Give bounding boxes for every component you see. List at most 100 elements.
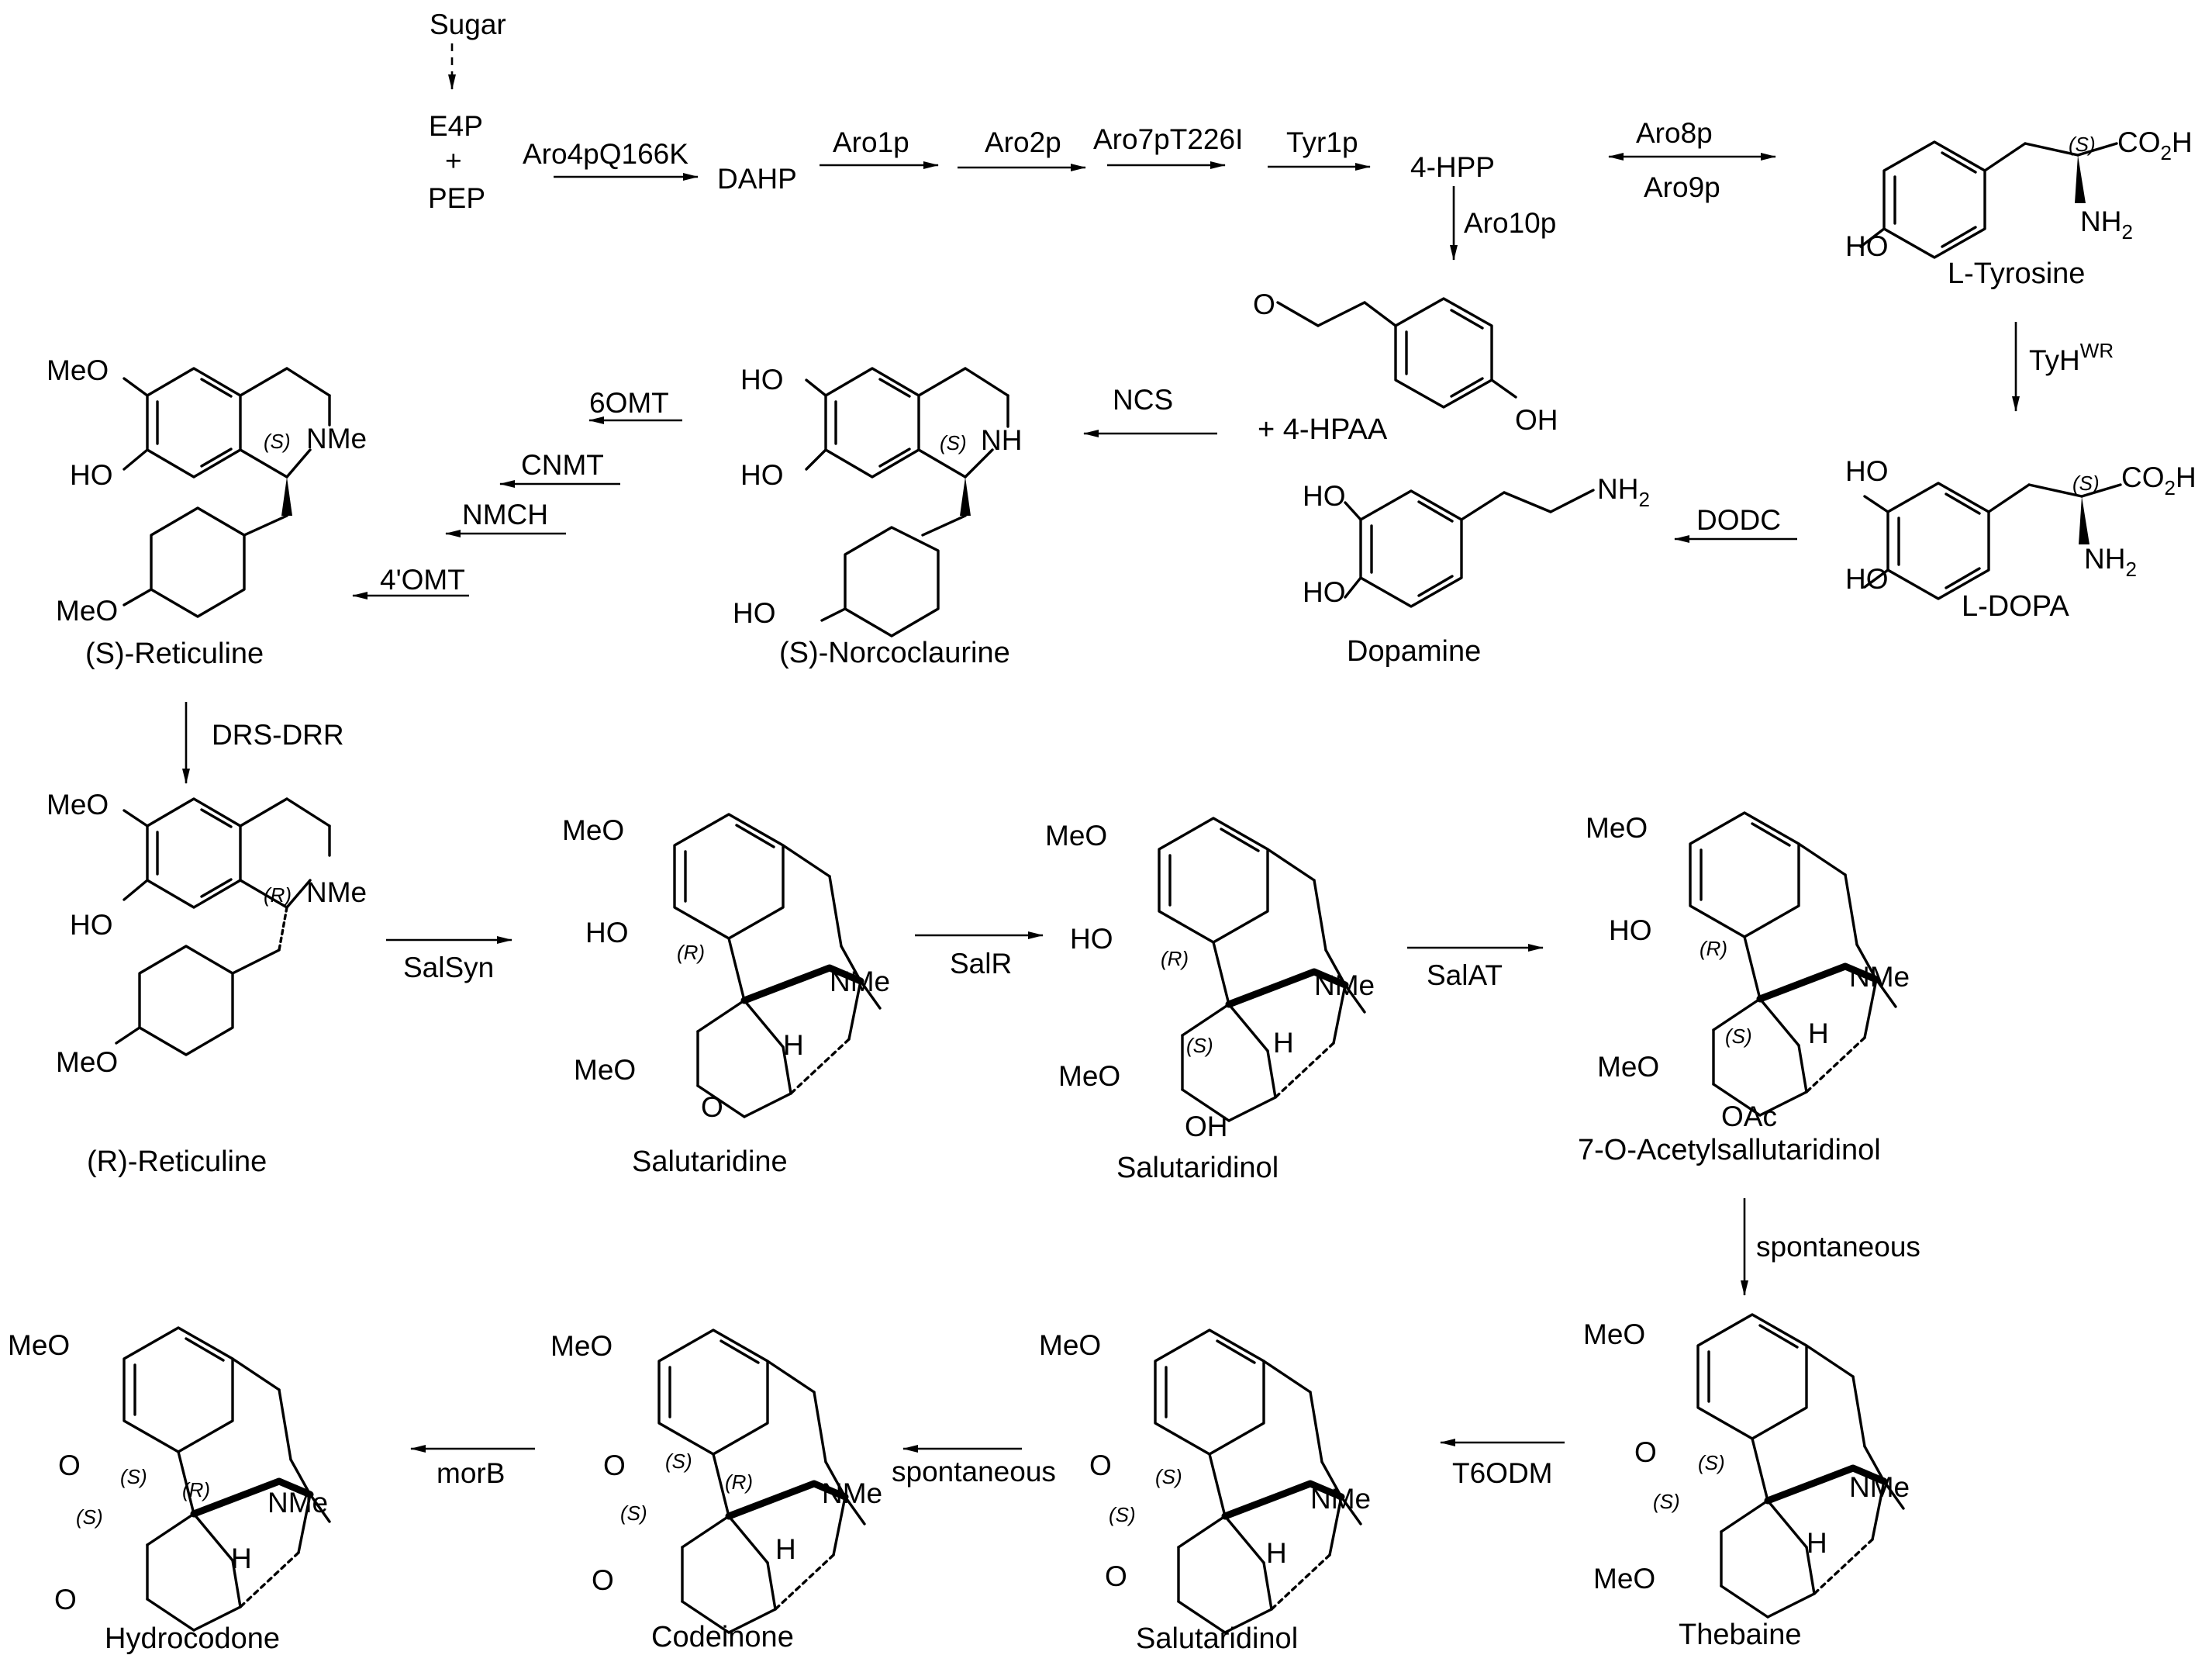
tyrosine-co2h: CO2H	[2117, 126, 2193, 164]
r-reticuline-meo-top: MeO	[47, 789, 109, 821]
enzyme-tyh: TyHWR	[2029, 339, 2114, 376]
enzyme-nmch: NMCH	[462, 499, 548, 530]
r-reticuline-structure	[115, 797, 331, 1056]
salutaridinol2-stereo-s2: (S)	[1109, 1503, 1136, 1526]
enzyme-dodc: DODC	[1696, 504, 1781, 536]
dopamine-name: Dopamine	[1347, 635, 1481, 668]
enzyme-t6odm: T6ODM	[1452, 1457, 1553, 1489]
acetyl-stereo-r: (R)	[1700, 937, 1727, 960]
hpaa-structure	[1276, 297, 1517, 409]
salutaridine-o: O	[701, 1091, 723, 1123]
codeinone-name: Codeinone	[651, 1621, 794, 1653]
hydrocodone-structure	[124, 1328, 330, 1630]
enzyme-salat: SalAT	[1427, 959, 1503, 991]
dopa-co2h: CO2H	[2121, 461, 2196, 499]
salutaridinol-oh: OH	[1185, 1111, 1228, 1142]
enzyme-cnmt: CNMT	[521, 449, 604, 481]
codeinone-stereo-s1: (S)	[665, 1449, 692, 1473]
thebaine-name: Thebaine	[1679, 1619, 1801, 1651]
enzyme-aro9: Aro9p	[1644, 171, 1720, 203]
acetyl-name: 7-O-Acetylsallutaridinol	[1578, 1134, 1881, 1166]
acetyl-h: H	[1808, 1018, 1829, 1049]
acetyl-nme: NMe	[1849, 961, 1910, 993]
hydrocodone-nme: NMe	[267, 1487, 328, 1519]
codeinone-stereo-s2: (S)	[620, 1501, 647, 1525]
dopamine-ho-bottom: HO	[1303, 576, 1346, 608]
r-reticuline-nme: NMe	[306, 876, 367, 908]
norcoclaurine-stereo: (S)	[940, 431, 967, 454]
dopa-stereo: (S)	[2072, 472, 2100, 495]
salutaridinol2-o-bottom: O	[1105, 1560, 1127, 1592]
pep-label: PEP	[428, 182, 485, 214]
enzyme-4omt: 4'OMT	[380, 564, 465, 596]
codeinone-o: O	[603, 1449, 626, 1481]
enzyme-aro8: Aro8p	[1636, 117, 1713, 149]
enzyme-6omt: 6OMT	[589, 387, 669, 419]
norcoclaurine-ho-bottom: HO	[733, 597, 776, 629]
enzyme-salr: SalR	[950, 948, 1012, 980]
thebaine-h: H	[1807, 1527, 1827, 1559]
salutaridine-h: H	[783, 1029, 804, 1061]
salutaridine-meo-bottom: MeO	[574, 1054, 636, 1086]
thebaine-o: O	[1634, 1436, 1657, 1468]
salutaridine-name: Salutaridine	[632, 1145, 788, 1178]
acetyl-meo: MeO	[1586, 812, 1648, 844]
tyrosine-nh2: NH2	[2080, 206, 2133, 244]
dopamine-ho-top: HO	[1303, 480, 1346, 512]
acetyl-stereo-s: (S)	[1725, 1024, 1752, 1048]
tyrosine-structure	[1859, 140, 2118, 259]
salutaridinol-stereo-r: (R)	[1161, 947, 1189, 970]
s-reticuline-meo-bottom: MeO	[56, 595, 118, 627]
thebaine-nme: NMe	[1849, 1471, 1910, 1503]
enzyme-drs-drr: DRS-DRR	[212, 719, 344, 751]
salutaridinol-h: H	[1273, 1027, 1294, 1059]
hpaa-label: + 4-HPAA	[1258, 413, 1388, 446]
salutaridinol2-name: Salutaridinol	[1136, 1622, 1298, 1655]
hydrocodone-h: H	[231, 1543, 252, 1574]
dopamine-structure	[1344, 489, 1595, 608]
s-reticuline-stereo: (S)	[264, 430, 291, 453]
hydrocodone-name: Hydrocodone	[105, 1622, 280, 1655]
dahp-label: DAHP	[717, 163, 797, 195]
r-reticuline-stereo: (R)	[264, 883, 292, 907]
hydrocodone-meo: MeO	[8, 1329, 70, 1361]
r-reticuline-name: (R)-Reticuline	[87, 1145, 267, 1178]
salutaridinol2-meo: MeO	[1039, 1329, 1101, 1361]
salutaridinol-nme: NMe	[1314, 969, 1375, 1001]
codeinone-stereo-r: (R)	[725, 1470, 753, 1494]
salutaridinol-meo: MeO	[1045, 820, 1107, 852]
norcoclaurine-nh: NH	[981, 424, 1022, 456]
s-reticuline-name: (S)-Reticuline	[85, 638, 264, 670]
thebaine-meo-bottom: MeO	[1593, 1563, 1655, 1595]
thebaine-stereo-s2: (S)	[1653, 1490, 1680, 1513]
dopa-nh2: NH2	[2084, 543, 2137, 581]
salutaridinol-meo-bottom: MeO	[1058, 1060, 1120, 1092]
codeinone-o-bottom: O	[592, 1564, 614, 1596]
salutaridine-stereo: (R)	[677, 941, 705, 964]
thebaine-meo: MeO	[1583, 1318, 1645, 1350]
codeinone-h: H	[775, 1533, 796, 1565]
hydrocodone-o-bottom: O	[54, 1584, 77, 1615]
s-reticuline-structure	[123, 367, 331, 618]
enzyme-aro10: Aro10p	[1464, 207, 1556, 239]
salutaridinol-ho: HO	[1070, 923, 1113, 955]
tyrosine-stereo: (S)	[2069, 133, 2096, 156]
acetyl-oac: OAc	[1721, 1101, 1777, 1132]
sugar-label: Sugar	[430, 9, 506, 40]
norcoclaurine-name: (S)-Norcoclaurine	[779, 637, 1010, 669]
hpp-label: 4-HPP	[1410, 151, 1495, 183]
salutaridinol2-o: O	[1089, 1449, 1112, 1481]
salutaridine-meo: MeO	[562, 814, 624, 846]
salutaridinol2-h: H	[1266, 1537, 1287, 1569]
dopamine-nh2: NH2	[1597, 473, 1650, 511]
acetyl-ho: HO	[1609, 914, 1652, 946]
r-reticuline-ho: HO	[70, 909, 113, 941]
norcoclaurine-ho-mid: HO	[740, 459, 784, 491]
enzyme-aro2: Aro2p	[985, 126, 1061, 158]
salutaridinol2-structure	[1155, 1330, 1361, 1633]
e4p-label: E4P	[429, 110, 483, 142]
thebaine-structure	[1698, 1315, 1903, 1617]
tyrosine-ho: HO	[1845, 230, 1889, 262]
hpaa-oh: OH	[1515, 404, 1558, 436]
hydrocodone-stereo-r: (R)	[182, 1478, 210, 1501]
